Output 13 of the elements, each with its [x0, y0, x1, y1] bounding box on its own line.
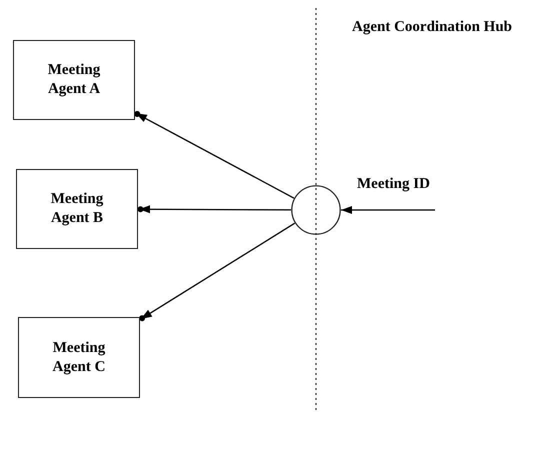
- hub-title: Agent Coordination Hub: [352, 19, 512, 36]
- arrow: [138, 205, 291, 214]
- agent-box: [16, 169, 138, 249]
- arrow: [134, 110, 294, 199]
- agent-box: [13, 40, 135, 120]
- agent-label: Meeting Agent A: [46, 61, 102, 99]
- arrow: [341, 206, 435, 214]
- agent-label: Meeting Agent B: [50, 190, 104, 228]
- agent-label: Meeting Agent C: [52, 338, 106, 376]
- hub-circle: [291, 185, 341, 235]
- edge-label: Meeting ID: [357, 176, 430, 193]
- agent-box: [18, 317, 140, 398]
- arrow: [139, 222, 296, 322]
